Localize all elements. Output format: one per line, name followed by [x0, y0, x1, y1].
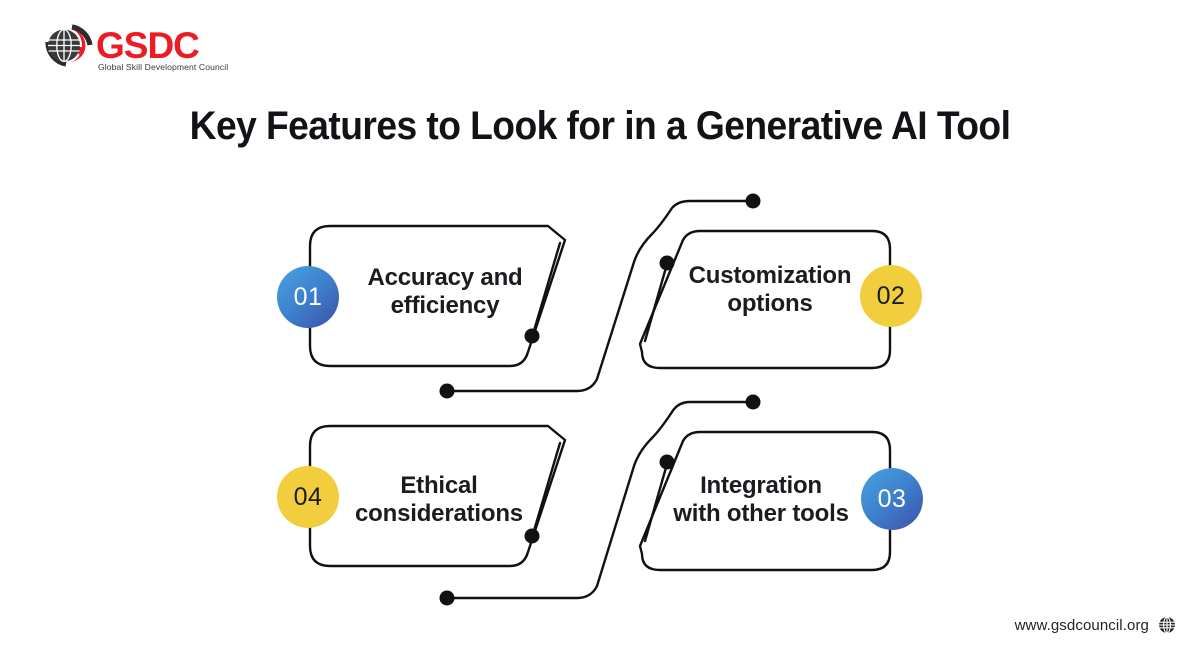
footer: www.gsdcouncil.org — [1015, 616, 1176, 634]
step-badge-03: 03 — [861, 468, 923, 530]
connector-curve-bottom — [445, 400, 755, 600]
connector-dot-mid-left — [439, 383, 455, 399]
connector-dot-top-right — [745, 193, 761, 209]
step-badge-01: 01 — [277, 266, 339, 328]
connector-stem-1 — [531, 241, 562, 336]
card-outline-2 — [638, 229, 892, 370]
card-label-1: Accuracy and efficiency — [367, 264, 523, 319]
connector-stem-2 — [643, 262, 669, 343]
card-outline-4 — [308, 424, 567, 568]
connector-dot-card-2 — [659, 255, 675, 271]
step-badge-02: 02 — [860, 265, 922, 327]
connector-dot-card-4 — [524, 528, 540, 544]
connector-curve-top — [445, 199, 755, 393]
globe-logo-icon: GSDC Global Skill Development Council — [45, 24, 228, 72]
connector-stem-3 — [643, 462, 669, 543]
connector-dot-card-3 — [659, 454, 675, 470]
connector-dot-bottom-left — [439, 590, 455, 606]
card-label-4: Ethical considerations — [355, 472, 523, 527]
connector-dot-mid-right — [745, 394, 761, 410]
card-label-3: Integration with other tools — [673, 472, 849, 527]
page-title: Key Features to Look for in a Generative… — [189, 104, 1011, 148]
brand-wordmark: GSDC — [96, 25, 199, 66]
footer-website[interactable]: www.gsdcouncil.org — [1014, 616, 1149, 634]
card-outline-3 — [638, 430, 892, 572]
connector-stem-4 — [531, 441, 562, 536]
card-label-2: Customization options — [688, 262, 852, 317]
card-outline-1 — [308, 224, 567, 368]
brand-tagline: Global Skill Development Council — [98, 62, 228, 72]
globe-icon — [1159, 616, 1175, 634]
step-badge-04: 04 — [277, 466, 339, 528]
gsdc-logo: GSDC Global Skill Development Council — [28, 18, 258, 76]
connector-dot-card-1 — [524, 328, 540, 344]
